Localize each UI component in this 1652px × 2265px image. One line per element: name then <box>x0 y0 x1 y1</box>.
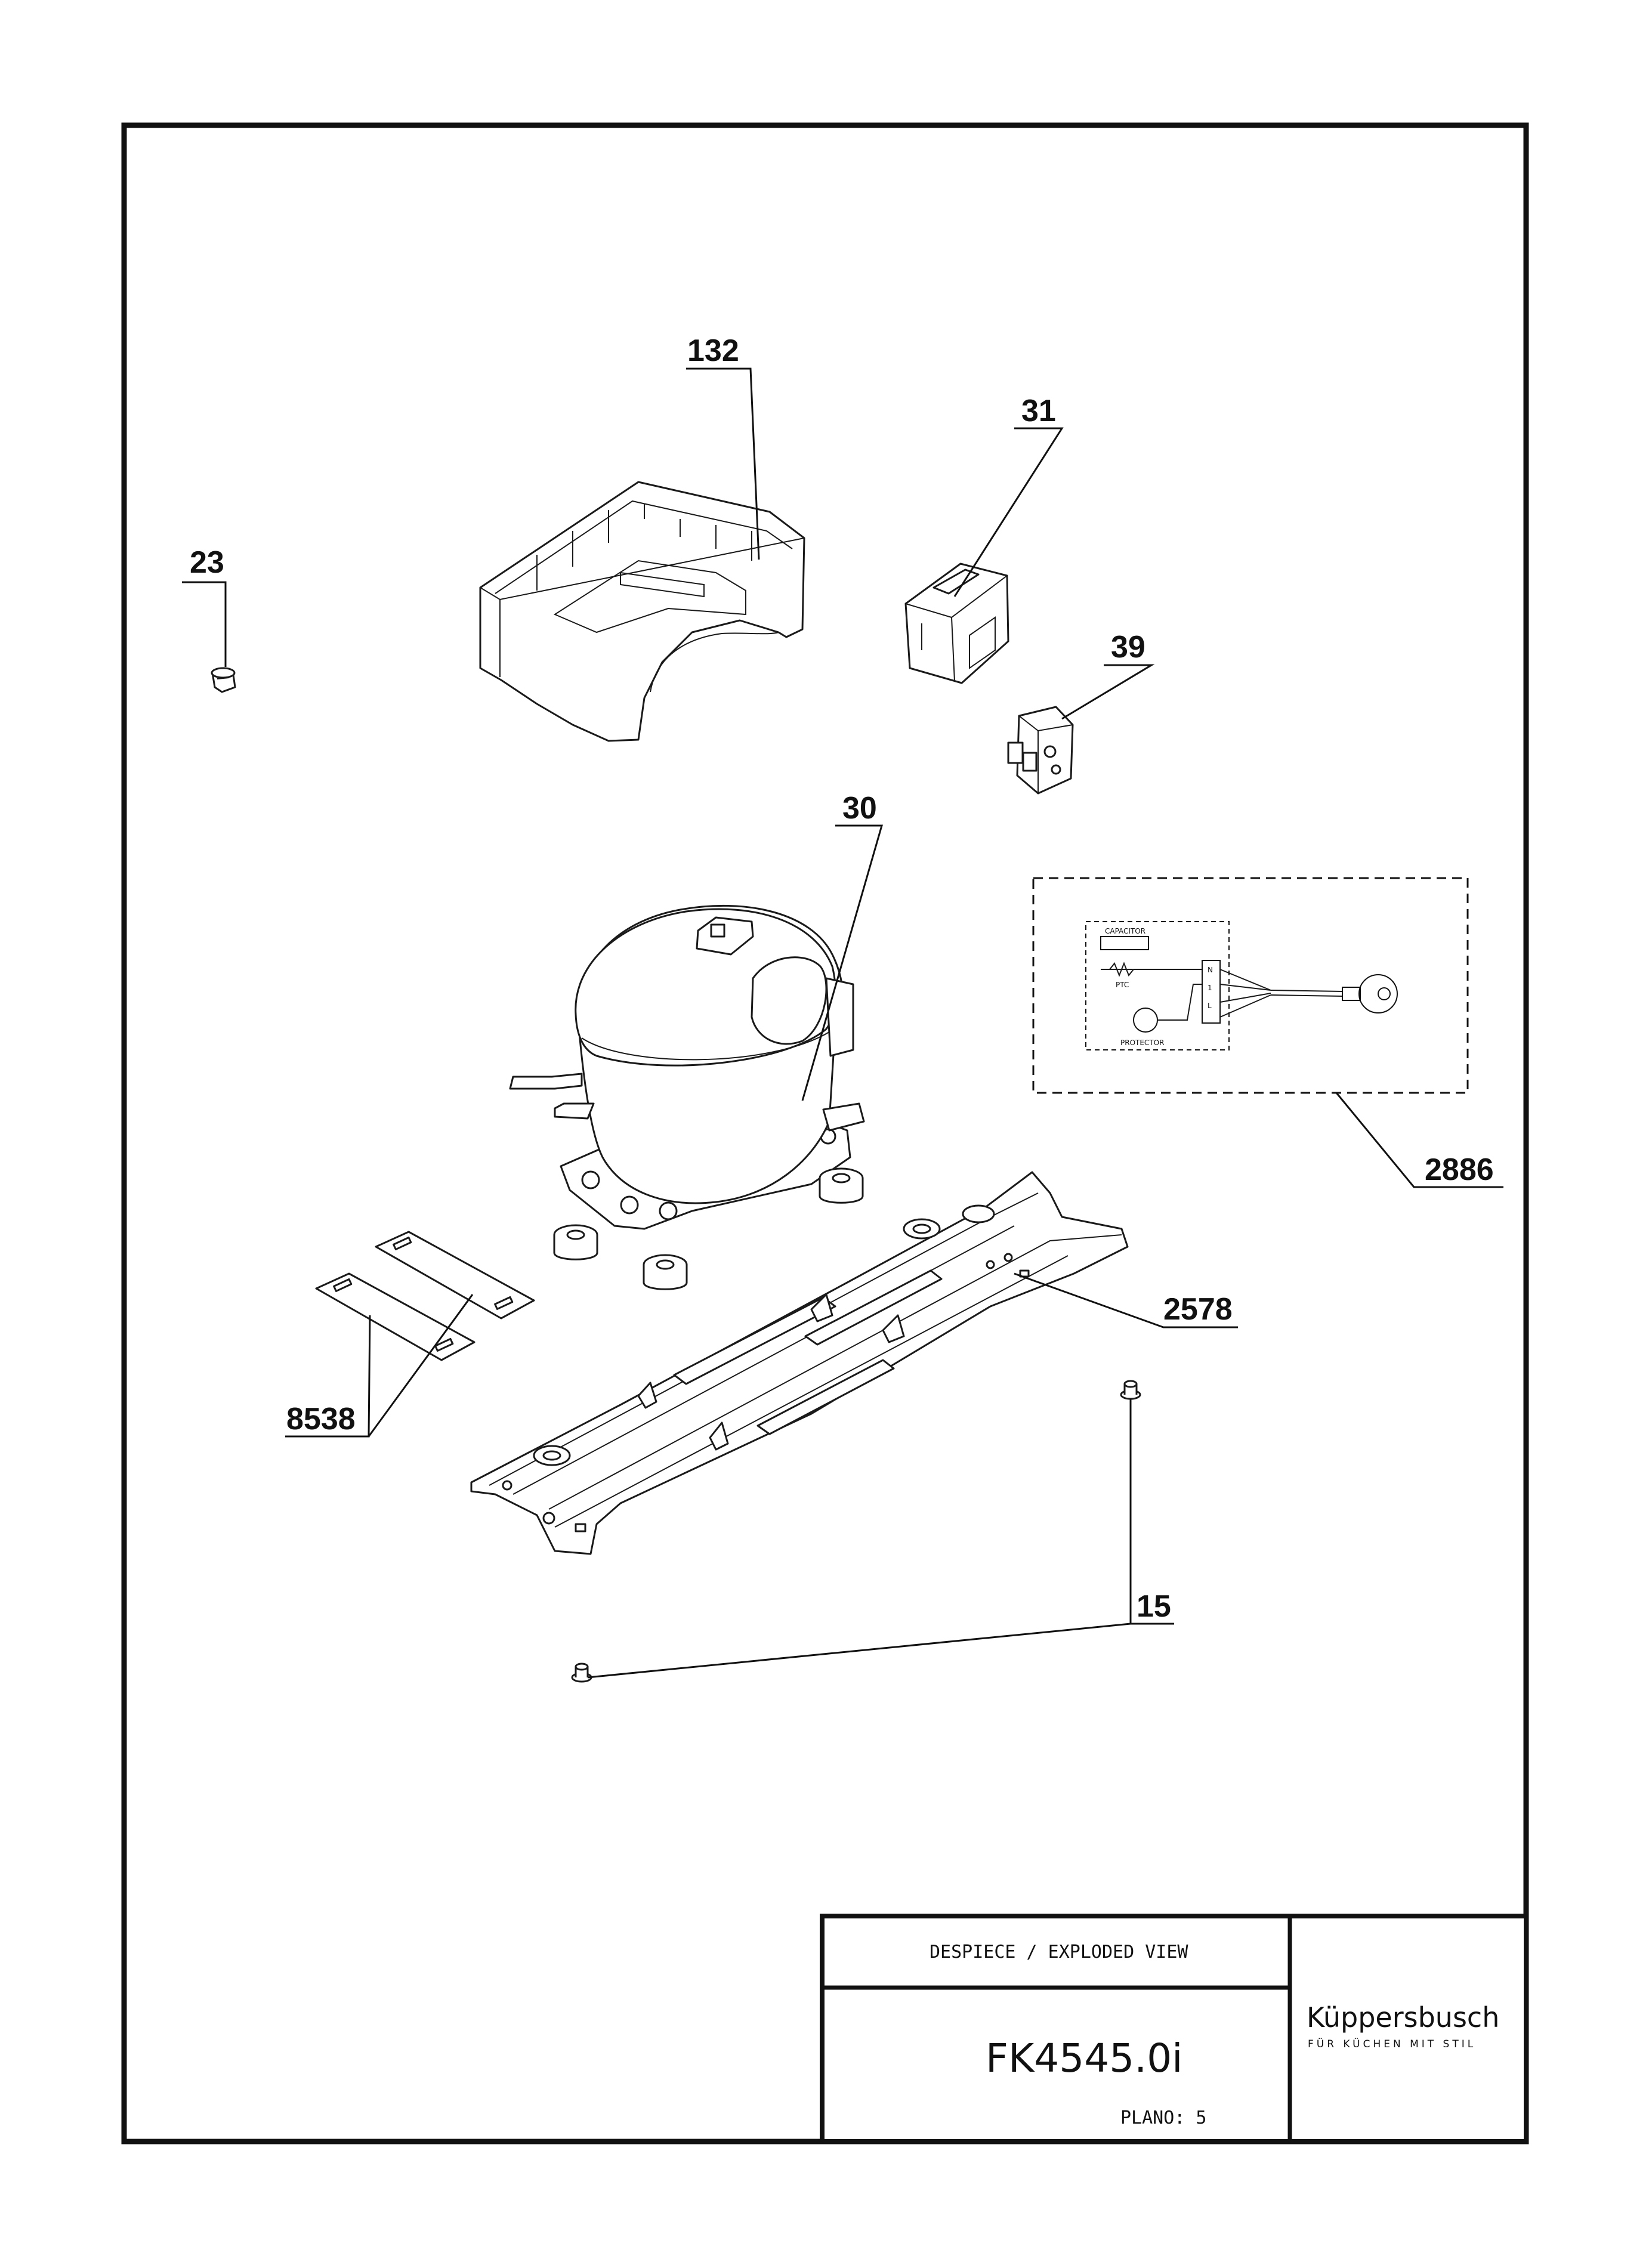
part-30-compressor-drawing <box>509 904 865 1230</box>
leader-2886 <box>1335 1092 1503 1188</box>
part-8538-pads-drawing <box>315 1231 535 1361</box>
leader-8538 <box>285 1294 474 1438</box>
callout-30: 30 <box>842 791 877 826</box>
schematic-terminal-1: 1 <box>1208 984 1212 992</box>
title-block <box>820 1914 1529 2144</box>
wiring-box <box>1032 877 1469 1094</box>
callout-39: 39 <box>1111 630 1145 665</box>
part-31-relay-cover-drawing <box>904 563 1009 684</box>
part-132-tray-drawing <box>479 481 805 742</box>
plano-number: PLANO: 5 <box>1120 2108 1207 2128</box>
callout-2886: 2886 <box>1425 1152 1494 1187</box>
part-23-grommet-drawing <box>211 667 236 693</box>
part-15-screw-upper <box>1120 1380 1141 1400</box>
leader-30 <box>801 824 883 1101</box>
callout-8538: 8538 <box>286 1402 356 1436</box>
brand-logo-text: Küppersbusch <box>1307 2001 1499 2034</box>
leader-2578 <box>1014 1272 1238 1328</box>
model-number: FK4545.0i <box>986 2035 1183 2081</box>
part-39-relay-drawing <box>1007 706 1074 795</box>
schematic-capacitor-label: CAPACITOR <box>1105 927 1145 935</box>
drawing-subtitle: DESPIECE / EXPLODED VIEW <box>930 1942 1188 1963</box>
leader-31 <box>953 427 1064 597</box>
schematic-terminal-2: L <box>1208 1002 1212 1010</box>
callout-132: 132 <box>687 333 739 368</box>
part-15-screw-lower <box>571 1663 592 1683</box>
schematic-ptc-label: PTC <box>1116 981 1129 989</box>
callout-2578: 2578 <box>1163 1292 1233 1327</box>
wiring-schematic: CAPACITOR PTC PROTECTOR N 1 L <box>1085 921 1398 1050</box>
grommets-drawing <box>553 1167 864 1290</box>
leader-15 <box>587 1399 1174 1679</box>
leader-132 <box>686 367 760 560</box>
callout-23: 23 <box>190 545 224 580</box>
brand-tagline: FÜR KÜCHEN MIT STIL <box>1308 2037 1476 2050</box>
schematic-terminal-n: N <box>1208 966 1213 974</box>
part-2578-base-frame-drawing <box>470 1171 1129 1555</box>
leader-39 <box>1061 664 1155 720</box>
schematic-protector-label: PROTECTOR <box>1120 1039 1164 1047</box>
leader-23 <box>182 581 227 667</box>
callout-15: 15 <box>1137 1589 1171 1624</box>
callout-31: 31 <box>1021 394 1056 428</box>
